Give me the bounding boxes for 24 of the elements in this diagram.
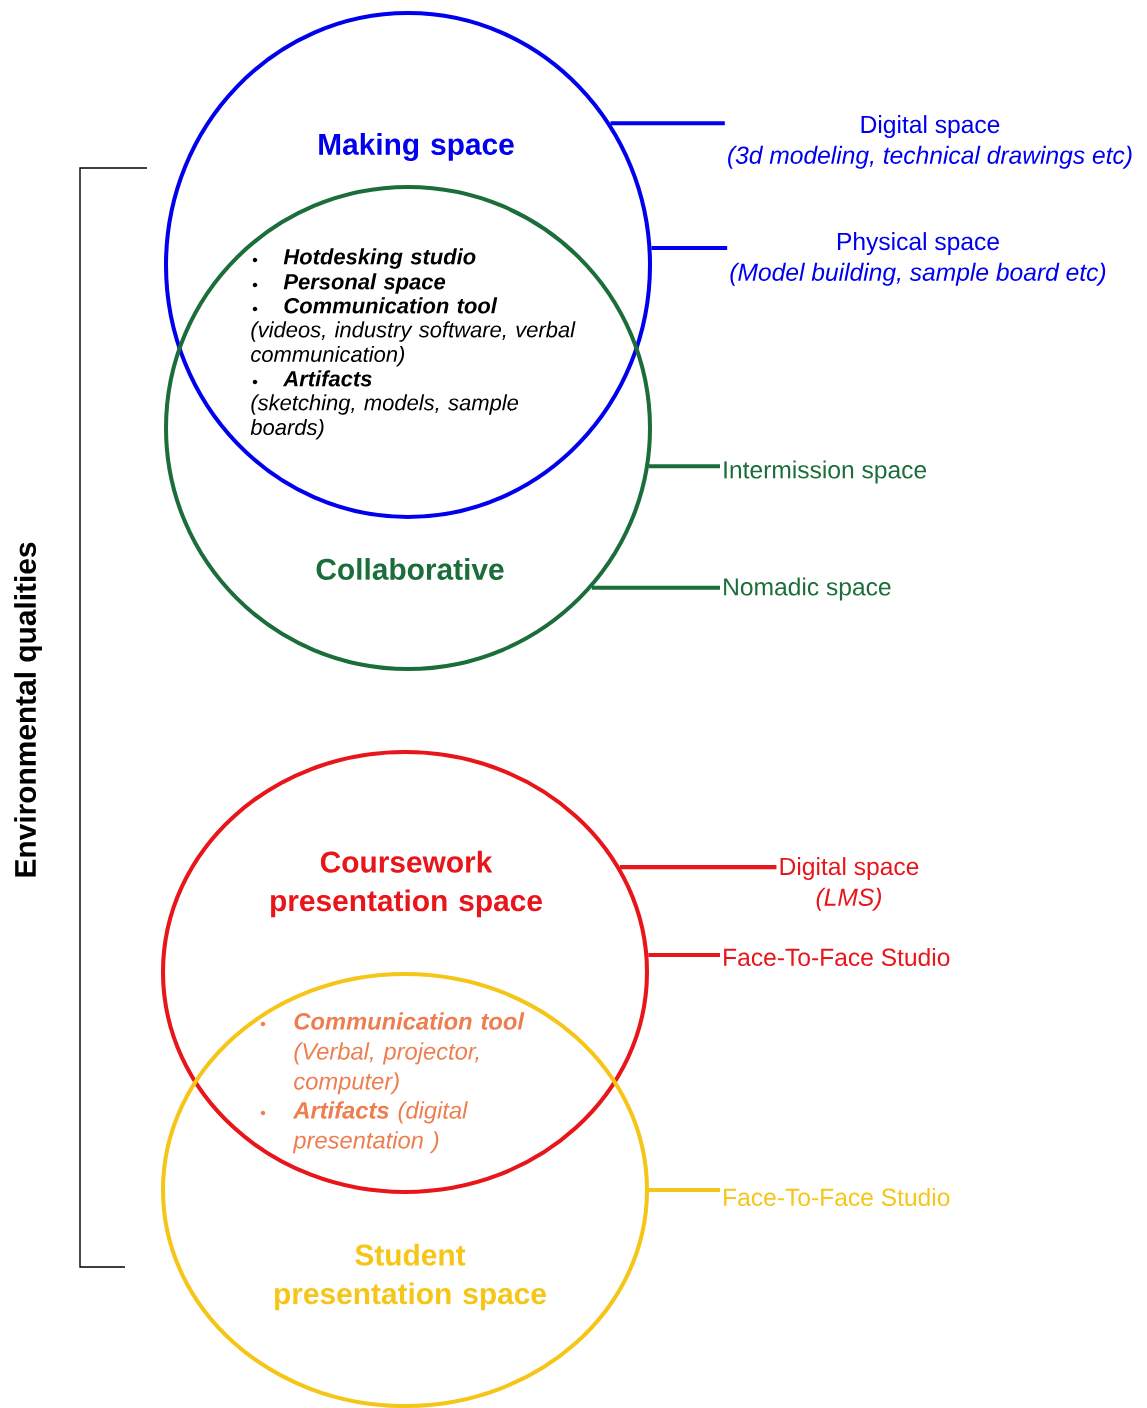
leader-line bbox=[648, 952, 720, 957]
leader-line bbox=[591, 585, 720, 590]
space-label: Nomadic space bbox=[724, 577, 891, 601]
leader-line bbox=[651, 245, 728, 250]
space-label: Intermission space bbox=[724, 460, 927, 484]
space-label: Digital space (3d modeling, technical drawings etc) bbox=[728, 115, 1132, 169]
space-label: Physical space (Model building, sample board etc) bbox=[730, 232, 1106, 286]
list-item: Artifacts bbox=[282, 370, 372, 387]
list-item: Artifacts (digital presentation ) bbox=[292, 1101, 468, 1154]
space-label: Face-To-Face Studio bbox=[724, 1187, 950, 1207]
leader-line bbox=[649, 1187, 720, 1192]
space-label: Face-To-Face Studio bbox=[724, 947, 950, 967]
list-item: (sketching, models, sample boards) bbox=[250, 394, 519, 440]
space-label: Digital space (LMS) bbox=[780, 857, 919, 911]
list-item: (videos, industry software, verbal communication) bbox=[251, 321, 576, 367]
list-item: Communication tool bbox=[284, 297, 498, 314]
axis-label: Environmental qualities bbox=[14, 542, 42, 877]
list-item: Hotdesking studio bbox=[283, 248, 476, 269]
list-item: Personal space bbox=[283, 273, 446, 294]
leader-line bbox=[620, 865, 777, 870]
leader-line bbox=[610, 121, 725, 126]
leader-line bbox=[649, 464, 720, 469]
list-item: Communication tool bbox=[294, 1012, 525, 1030]
list-item: (Verbal, projector, computer) bbox=[294, 1042, 479, 1095]
